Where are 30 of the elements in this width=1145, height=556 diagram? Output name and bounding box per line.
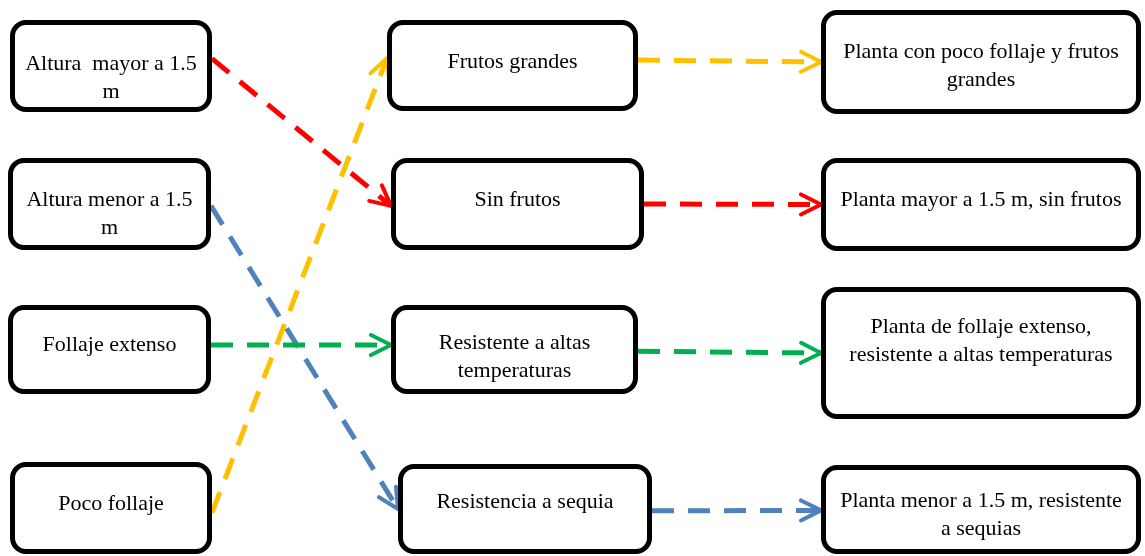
box-label: Planta de follaje extenso, resistente a altas temperaturas [848, 312, 1114, 368]
process-box [821, 158, 1141, 251]
process-box [391, 305, 638, 394]
box-label: Planta menor a 1.5 m, resistente a sequias [839, 486, 1123, 542]
arrow [637, 49, 823, 74]
box-label: Frutos grandes [446, 47, 579, 75]
arrow [644, 192, 823, 217]
arrow [637, 340, 823, 365]
box-label: Altura menor a 1.5 m [25, 185, 194, 241]
process-box [8, 305, 211, 394]
process-box [387, 20, 638, 111]
box-label: Poco follaje [57, 489, 165, 517]
process-box [391, 158, 644, 250]
process-box [821, 465, 1141, 554]
process-box [821, 287, 1141, 419]
box-label: Resistencia a sequia [435, 487, 615, 515]
arrow [210, 56, 393, 208]
process-box [8, 158, 211, 250]
process-box [821, 10, 1141, 114]
box-label: Resistente a altas temperaturas [437, 328, 592, 384]
box-label: Altura mayor a 1.5 m [24, 49, 198, 105]
process-box [398, 464, 652, 554]
process-box [10, 20, 212, 112]
box-label: Sin frutos [473, 185, 562, 213]
process-box [10, 462, 212, 554]
arrow [211, 333, 393, 358]
box-label: Planta con poco follaje y frutos grandes [842, 37, 1120, 93]
box-label: Planta mayor a 1.5 m, sin frutos [839, 185, 1123, 213]
arrow [652, 498, 823, 523]
box-label: Follaje extenso [41, 330, 178, 358]
